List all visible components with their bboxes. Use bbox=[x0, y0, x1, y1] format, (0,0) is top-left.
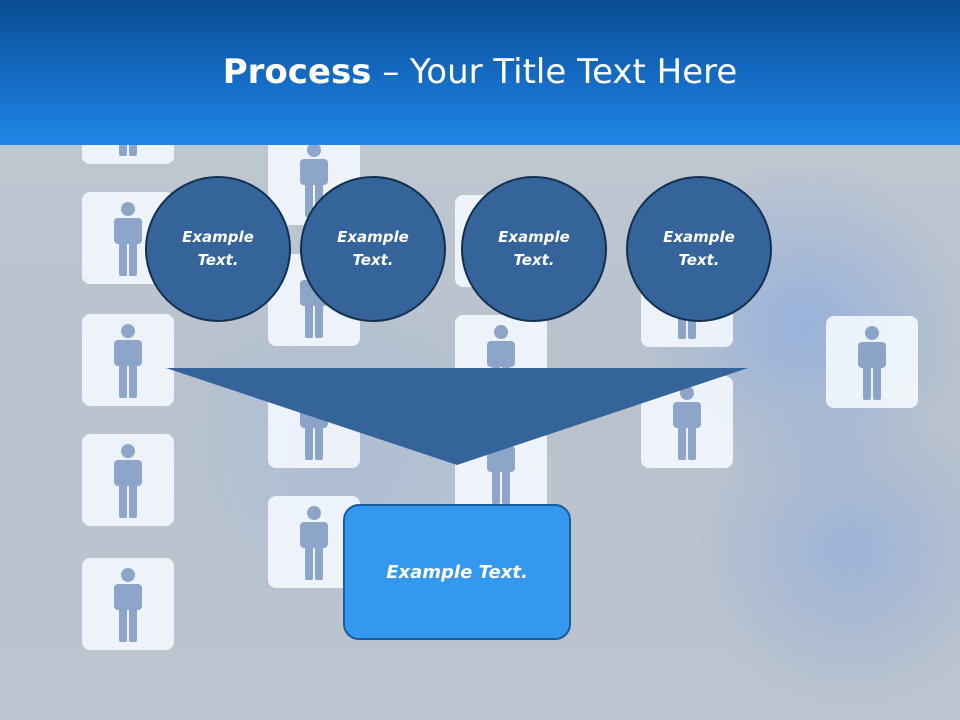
person-icon bbox=[114, 202, 142, 276]
step-label: Example Text. bbox=[663, 228, 735, 269]
funnel-shape bbox=[166, 368, 748, 465]
step-circle-1[interactable]: Example Text. bbox=[145, 176, 291, 322]
title-bar: Process – Your Title Text Here bbox=[0, 0, 960, 145]
title-bold-part: Process bbox=[222, 52, 372, 92]
person-icon bbox=[858, 326, 886, 400]
person-icon bbox=[114, 444, 142, 518]
person-tile bbox=[82, 314, 174, 406]
person-tile bbox=[82, 558, 174, 650]
step-circle-3[interactable]: Example Text. bbox=[461, 176, 607, 322]
slide-title: Process – Your Title Text Here bbox=[0, 52, 960, 92]
step-label: Example Text. bbox=[182, 228, 254, 269]
title-rest-part: – Your Title Text Here bbox=[371, 52, 738, 92]
step-label: Example Text. bbox=[337, 228, 409, 269]
person-icon bbox=[673, 386, 701, 460]
person-tile bbox=[82, 434, 174, 526]
person-icon bbox=[114, 568, 142, 642]
result-label: Example Text. bbox=[386, 561, 528, 583]
step-circle-2[interactable]: Example Text. bbox=[300, 176, 446, 322]
person-icon bbox=[114, 324, 142, 398]
result-box[interactable]: Example Text. bbox=[343, 504, 571, 640]
person-tile bbox=[826, 316, 918, 408]
step-label: Example Text. bbox=[498, 228, 570, 269]
person-icon bbox=[300, 506, 328, 580]
step-circle-4[interactable]: Example Text. bbox=[626, 176, 772, 322]
